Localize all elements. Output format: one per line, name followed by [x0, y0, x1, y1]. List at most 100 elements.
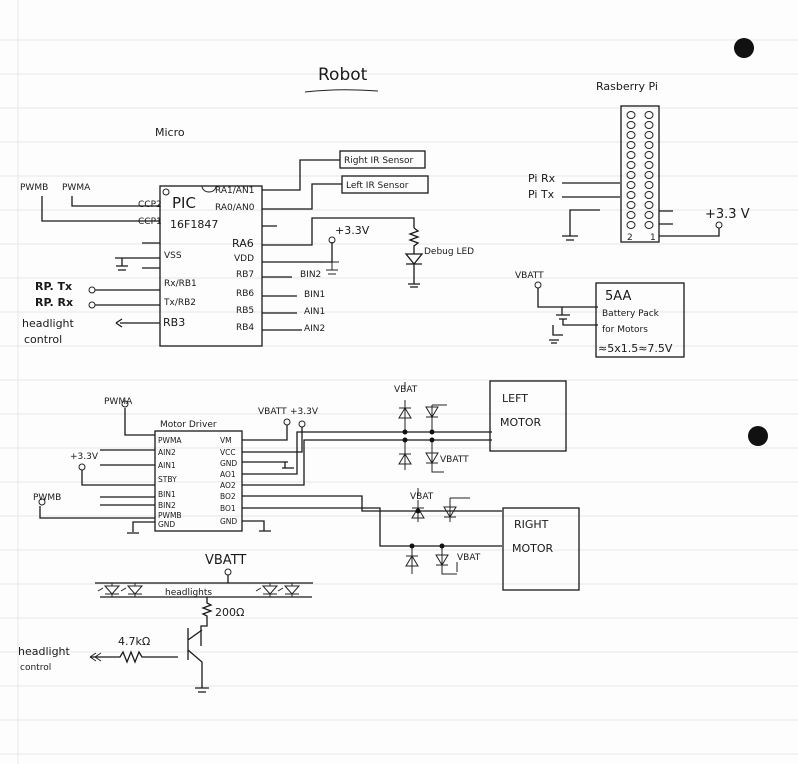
right-ir-sensor: [339, 150, 426, 169]
diode-supply-label: VBAT: [457, 553, 481, 563]
pin-label: GND: [158, 520, 175, 529]
diode-supply-label: VBATT: [440, 455, 469, 465]
chip-name: PIC: [172, 194, 196, 212]
paper-rules: [0, 39, 798, 755]
left-motor-label: LEFT: [502, 392, 528, 405]
pin-label: BIN1: [158, 490, 176, 499]
pin-number: 1: [650, 233, 656, 243]
gpio-pin: [626, 131, 636, 139]
net-label: AIN1: [304, 307, 325, 317]
hole-punch: [734, 38, 754, 58]
pin-label: CCP1: [138, 217, 162, 227]
vbatt-label: VBATT: [515, 271, 544, 281]
pin-label: PWMB: [158, 511, 182, 520]
pin-label: RA6: [232, 237, 254, 250]
pwmb-label: PWMB: [33, 493, 61, 503]
resistor-200-label: 200Ω: [215, 606, 244, 619]
micro-heading: Micro: [155, 126, 185, 139]
gpio-pin: [626, 141, 636, 149]
battery-line: Battery Pack: [602, 309, 660, 319]
headlight-led: [277, 583, 301, 597]
rpi-supply-label: +3.3 V: [705, 207, 750, 222]
gpio-pin: [644, 131, 654, 139]
motor-driver-section: Motor Driver PWMAAIN2AIN1STBYBIN1BIN2PWM…: [33, 397, 502, 547]
pin-label: AO1: [220, 470, 236, 479]
gpio-pin: [626, 151, 636, 159]
gpio-pin: [644, 201, 654, 209]
net-label: BIN2: [300, 270, 321, 280]
pin-label: VSS: [164, 251, 182, 261]
diode-supply-label: VBAT: [394, 385, 418, 395]
pin-label: RB5: [236, 306, 254, 316]
right-ir-label: Right IR Sensor: [344, 156, 413, 166]
pi-rx-label: Pi Rx: [528, 172, 556, 185]
headlight-label: headlight: [18, 645, 71, 658]
pin-label: GND: [220, 517, 237, 526]
left-ir-sensor: [341, 175, 429, 194]
gpio-pin: [626, 191, 636, 199]
motors-section: LEFT MOTOR RIGHT MOTOR VBAT VBATT VBAT V…: [394, 380, 580, 591]
resistor-4k7-label: 4.7kΩ: [118, 635, 150, 648]
pin-label: GND: [220, 459, 237, 468]
headlight-led: [97, 583, 121, 597]
pin-label: BIN2: [158, 501, 176, 510]
gpio-pin: [644, 111, 654, 119]
headlights-section: VBATT headlights 200Ω 4.7kΩ headlight co…: [18, 553, 313, 693]
pin-label: Rx/RB1: [164, 279, 197, 289]
headlight-led: [120, 583, 144, 597]
gpio-pin: [626, 181, 636, 189]
control-label: control: [20, 663, 51, 673]
pwmb-label: PWMB: [20, 183, 48, 193]
vbatt-label: VBATT: [205, 553, 246, 568]
pin-label: STBY: [158, 475, 177, 484]
supply-label: +3.3V: [335, 224, 370, 237]
vbatt-label: VBATT: [258, 407, 287, 417]
pin-label: RB7: [236, 270, 254, 280]
battery-line: ≈5x1.5≈7.5V: [598, 342, 673, 355]
pwma-label: PWMA: [104, 397, 133, 407]
right-motor: [502, 507, 580, 591]
headlight-label: headlight: [22, 317, 75, 330]
left-motor-label: MOTOR: [500, 416, 542, 429]
pin-label: RA1/AN1: [215, 186, 254, 196]
headlight-led: [255, 583, 279, 597]
net-label: BIN1: [304, 290, 325, 300]
vcc-label: +3.3V: [290, 407, 319, 417]
pwma-label: PWMA: [62, 183, 91, 193]
headlights-label: headlights: [165, 588, 212, 598]
pin-label: VDD: [234, 254, 254, 264]
rp-tx-label: RP. Tx: [35, 280, 72, 293]
gpio-pin: [644, 181, 654, 189]
left-ir-label: Left IR Sensor: [346, 181, 409, 191]
pin-label: AIN1: [158, 461, 176, 470]
pin-number: 2: [627, 233, 633, 243]
control-label: control: [24, 333, 62, 346]
pi-tx-label: Pi Tx: [528, 188, 555, 201]
diode-supply-label: VBAT: [410, 492, 434, 502]
gpio-pin: [644, 191, 654, 199]
gpio-pin: [626, 201, 636, 209]
chip-part: 16F1847: [170, 218, 218, 231]
pin-label: PWMA: [158, 436, 182, 445]
battery-section: VBATT 5AA Battery Pack for Motors ≈5x1.5…: [515, 271, 685, 358]
right-motor-label: RIGHT: [514, 518, 549, 531]
stby-supply-label: +3.3V: [70, 452, 99, 462]
net-label: AIN2: [304, 324, 325, 334]
rpi-heading: Rasberry Pi: [596, 80, 658, 93]
battery-pack: [595, 282, 685, 358]
gpio-pin: [626, 211, 636, 219]
pin-label: BO1: [220, 504, 236, 513]
gpio-pin: [626, 121, 636, 129]
motor-driver-chip: [154, 430, 243, 532]
battery-line: for Motors: [602, 325, 648, 335]
gpio-header: [620, 105, 660, 243]
pin-label: Tx/RB2: [163, 298, 196, 308]
gpio-pin: [644, 171, 654, 179]
raspberry-pi-section: Rasberry Pi 2 1 Pi Rx Pi Tx +3.3 V: [528, 80, 750, 243]
gpio-pin: [626, 221, 636, 229]
gpio-pin: [644, 221, 654, 229]
gpio-pin: [644, 141, 654, 149]
micro-section: Micro PIC 16F1847 CCP2 CCP1 VSS Rx/RB1 T…: [20, 126, 474, 347]
